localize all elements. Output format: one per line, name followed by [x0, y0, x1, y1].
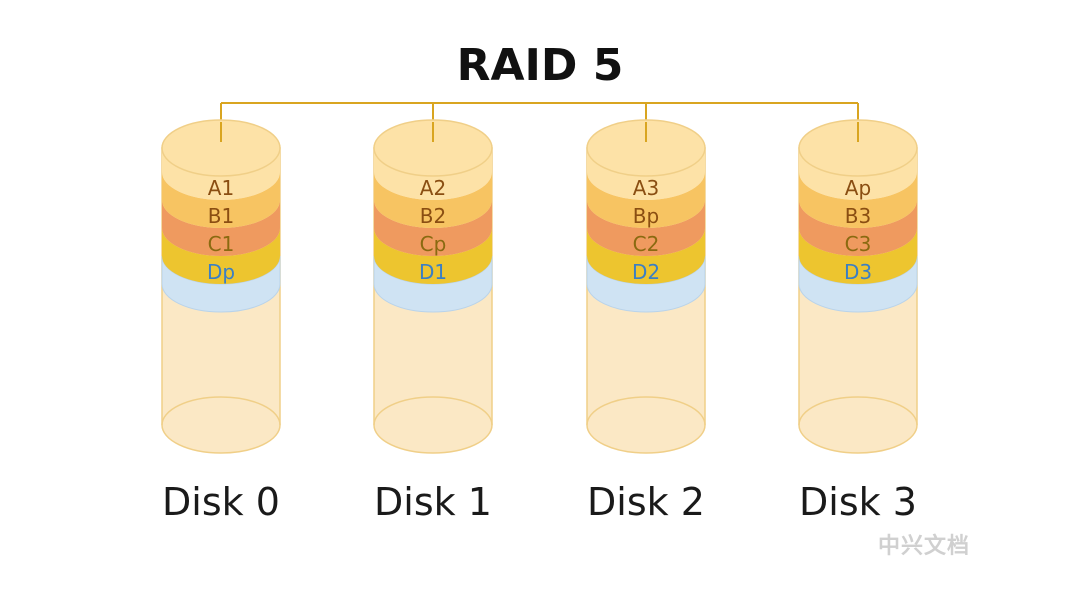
disk-top-cap [161, 119, 281, 177]
block-label: B3 [845, 204, 871, 228]
disk-label: Disk 1 [374, 480, 492, 524]
disk-top-band [374, 148, 492, 200]
disk-label: Disk 2 [587, 480, 705, 524]
disk-top-cap [373, 119, 493, 177]
disk-top-cap [798, 119, 918, 177]
block-label: C2 [633, 232, 660, 256]
diagram-title: RAID 5 [457, 40, 624, 91]
block-label: Dp [207, 260, 235, 284]
block-label: D2 [632, 260, 660, 284]
disk-top-cap [586, 119, 706, 177]
disk-top-band [162, 148, 280, 200]
block-label: B1 [208, 204, 234, 228]
block-label: Ap [845, 176, 871, 200]
block-label: D1 [419, 260, 447, 284]
block-label: A1 [208, 176, 234, 200]
disk-bottom-rim [161, 396, 281, 426]
disk-bottom-rim [373, 396, 493, 426]
block-label: Cp [420, 232, 447, 256]
block-label: D3 [844, 260, 872, 284]
disk-bottom-rim [798, 396, 918, 426]
disk-label: Disk 0 [162, 480, 280, 524]
block-label: B2 [420, 204, 446, 228]
connector-lines [220, 102, 859, 142]
block-label: Bp [633, 204, 659, 228]
watermark-text: 中兴文档 [878, 534, 971, 559]
block-label: C1 [208, 232, 235, 256]
disk-top-band [587, 148, 705, 200]
block-label: C3 [845, 232, 872, 256]
block-label: A2 [420, 176, 446, 200]
disk-top-band [799, 148, 917, 200]
disk-bottom-rim [586, 396, 706, 426]
disk-label: Disk 3 [799, 480, 917, 524]
block-label: A3 [633, 176, 659, 200]
